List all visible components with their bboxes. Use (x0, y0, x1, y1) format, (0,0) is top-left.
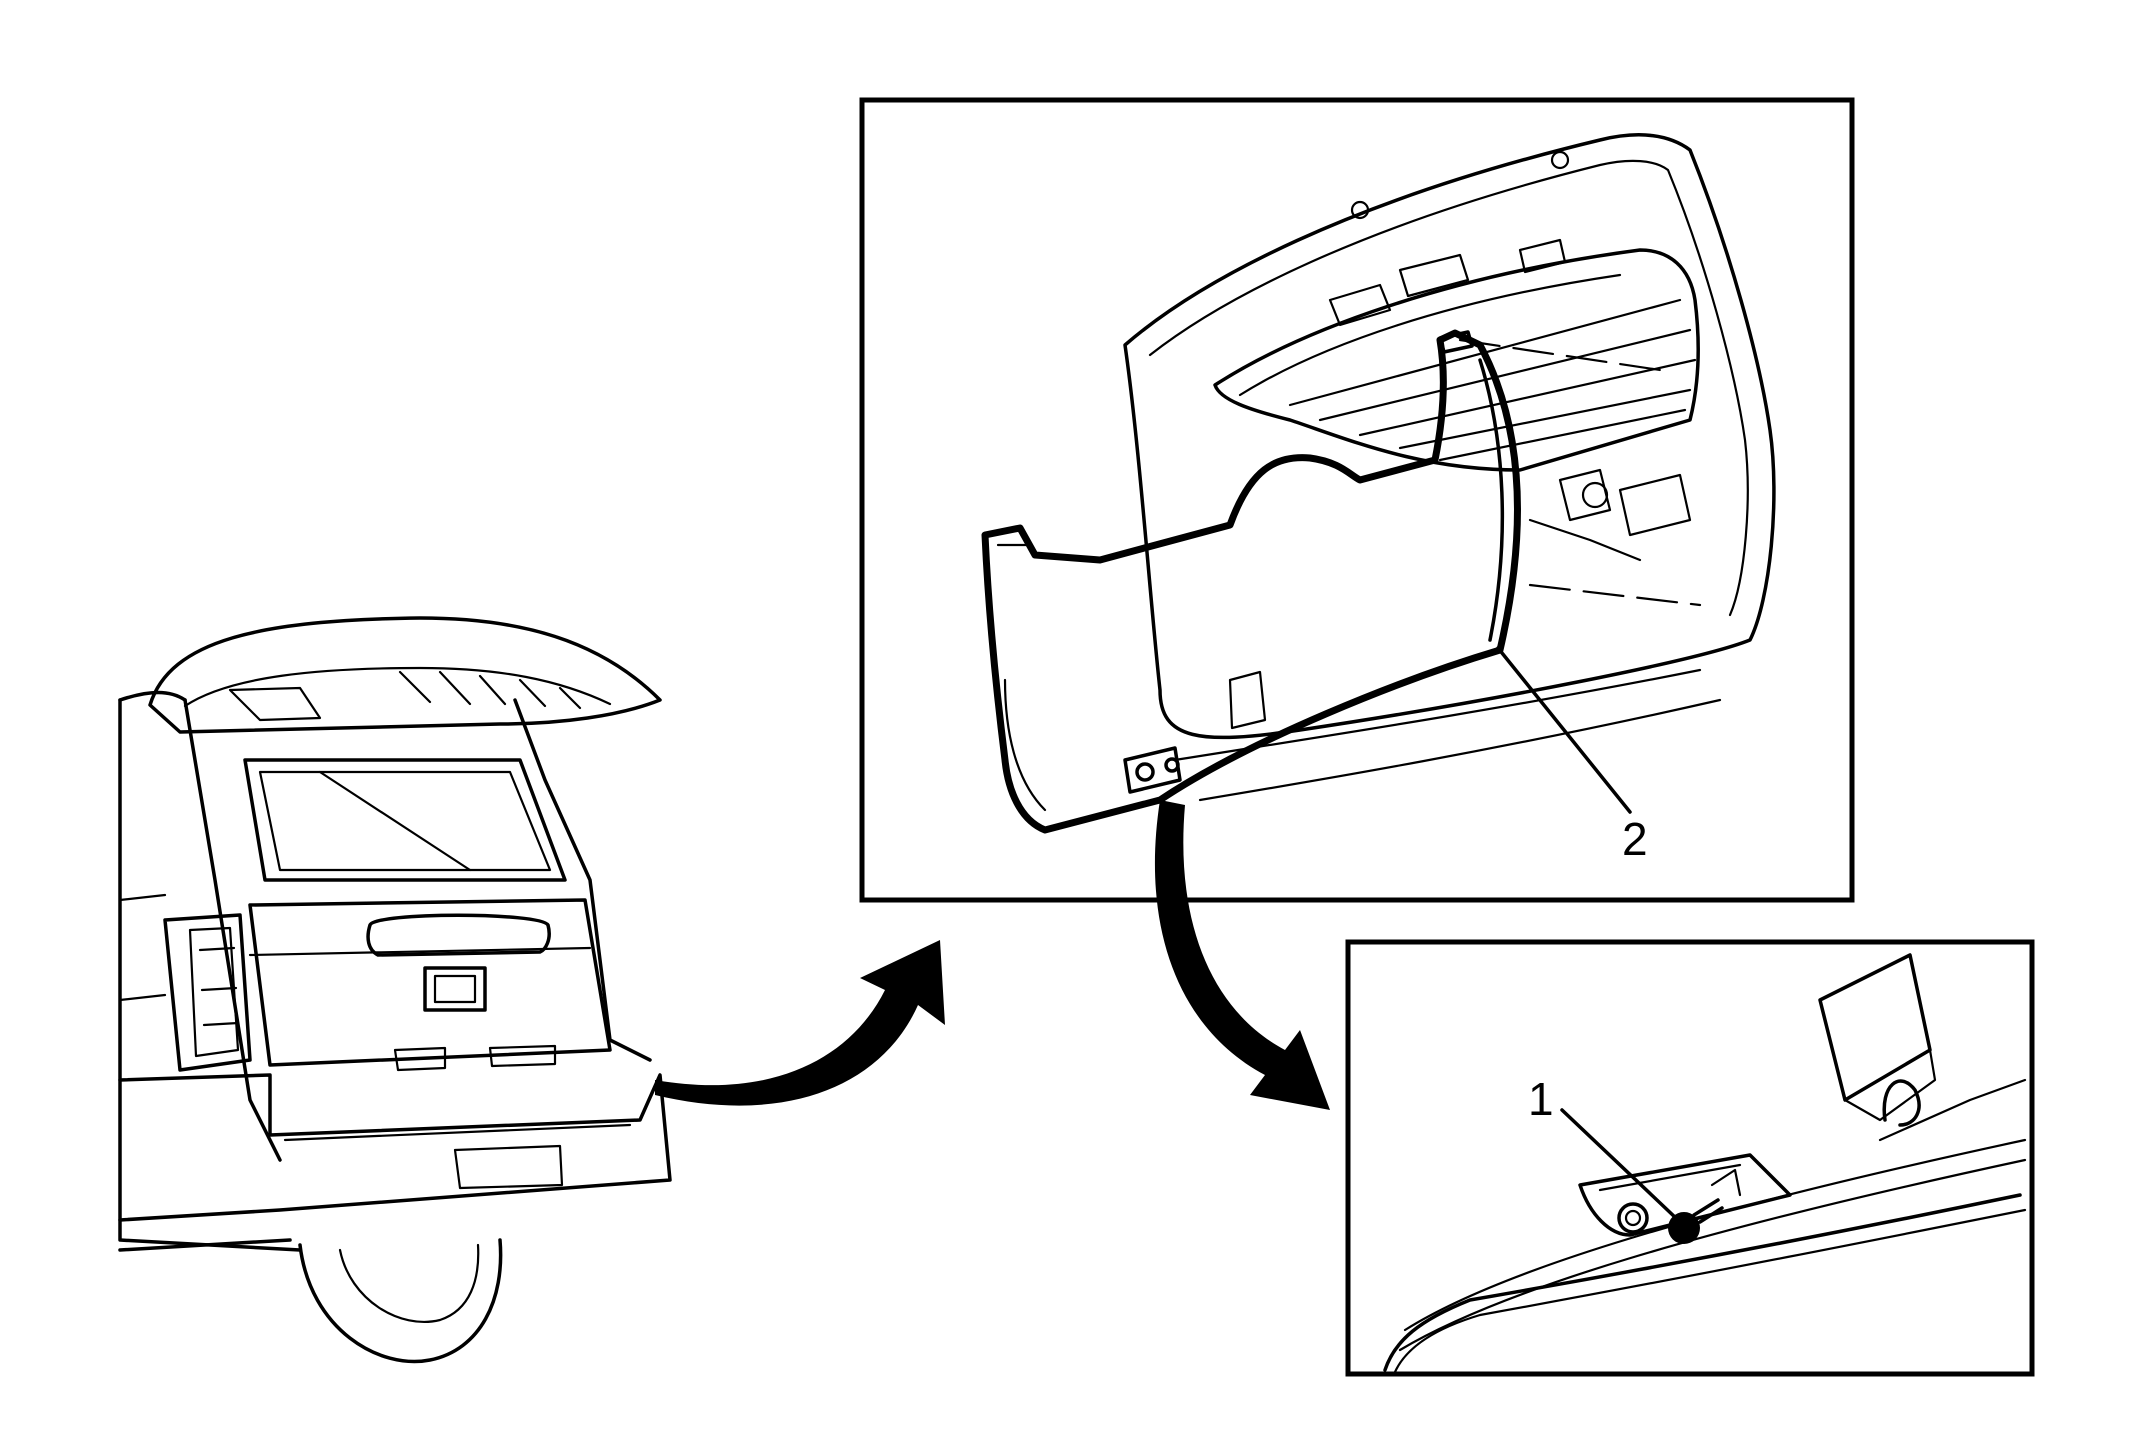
callout-1-leader (1560, 1108, 1680, 1222)
callout-2-leader (1496, 646, 1632, 814)
vehicle-rear-view (118, 616, 672, 1364)
arrow-liftgate-to-inset (1154, 800, 1330, 1110)
callout-number-2: 2 (1622, 813, 1648, 865)
arrow-vehicle-to-liftgate (655, 940, 945, 1106)
fastener-detail-frame (1345, 939, 2035, 1377)
liftgate-detail-frame (859, 97, 1855, 903)
callout-number-1: 1 (1528, 1073, 1554, 1125)
trim-panel (981, 329, 1521, 834)
